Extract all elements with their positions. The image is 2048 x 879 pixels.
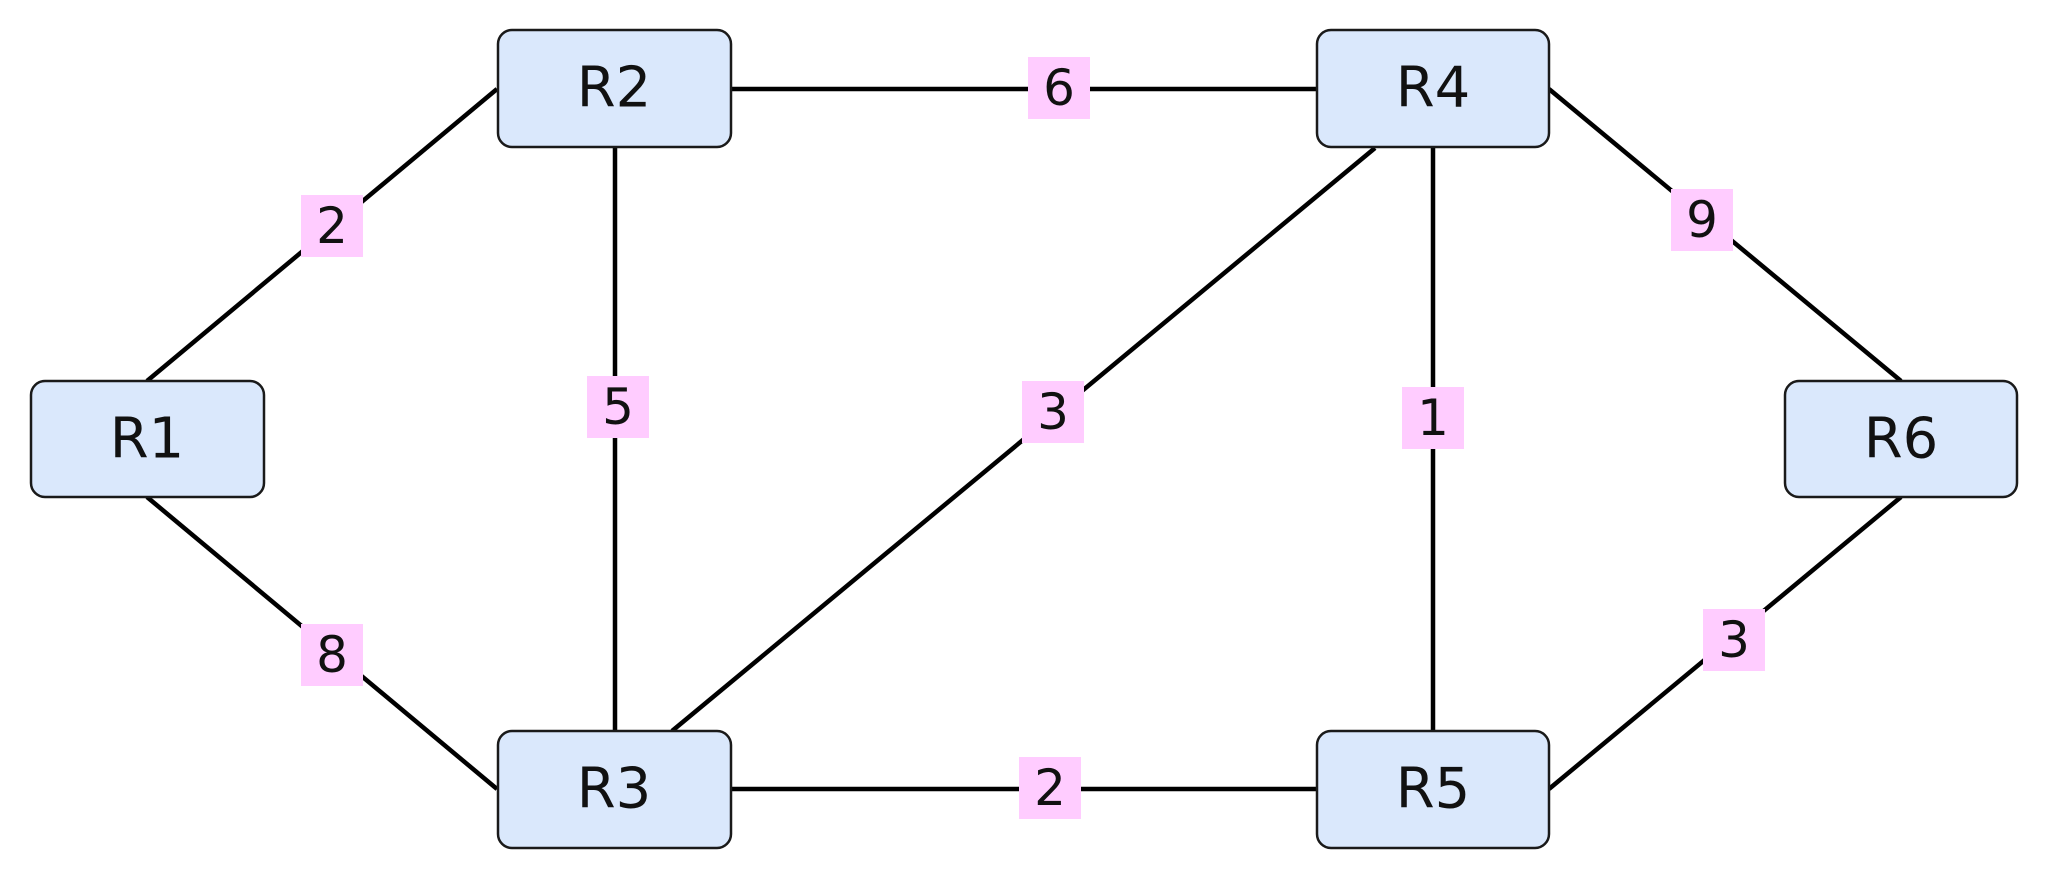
node-label: R1 xyxy=(110,407,185,472)
node-label: R3 xyxy=(577,757,652,822)
weight-r1-r3: 8 xyxy=(301,624,363,686)
node-r2: R2 xyxy=(496,28,733,149)
weight-label: 9 xyxy=(1686,191,1718,249)
node-r5: R5 xyxy=(1315,729,1551,850)
node-label: R5 xyxy=(1396,757,1471,822)
weight-r1-r2: 2 xyxy=(301,195,363,257)
edge-weights: 2 8 5 6 3 2 1 9 xyxy=(301,57,1765,819)
weight-label: 2 xyxy=(1034,759,1066,817)
weight-label: 1 xyxy=(1417,389,1449,447)
weight-r3-r5: 2 xyxy=(1019,757,1081,819)
node-label: R2 xyxy=(577,56,652,121)
node-label: R6 xyxy=(1864,407,1939,472)
weight-r2-r3: 5 xyxy=(587,376,649,438)
weight-label: 3 xyxy=(1037,383,1069,441)
weight-label: 6 xyxy=(1043,59,1075,117)
weight-r3-r4: 3 xyxy=(1022,381,1084,443)
nodes: R1 R2 R3 R4 R5 R6 xyxy=(29,28,2019,850)
weight-label: 5 xyxy=(602,378,634,436)
weight-r4-r5: 1 xyxy=(1402,387,1464,449)
weight-r5-r6: 3 xyxy=(1703,609,1765,671)
node-r3: R3 xyxy=(496,729,733,850)
weight-label: 2 xyxy=(316,197,348,255)
weight-r4-r6: 9 xyxy=(1671,189,1733,251)
weight-label: 3 xyxy=(1718,611,1750,669)
weight-r2-r4: 6 xyxy=(1028,57,1090,119)
node-r6: R6 xyxy=(1783,379,2019,499)
weight-label: 8 xyxy=(316,626,348,684)
node-label: R4 xyxy=(1396,56,1471,121)
node-r4: R4 xyxy=(1315,28,1551,149)
node-r1: R1 xyxy=(29,379,266,499)
